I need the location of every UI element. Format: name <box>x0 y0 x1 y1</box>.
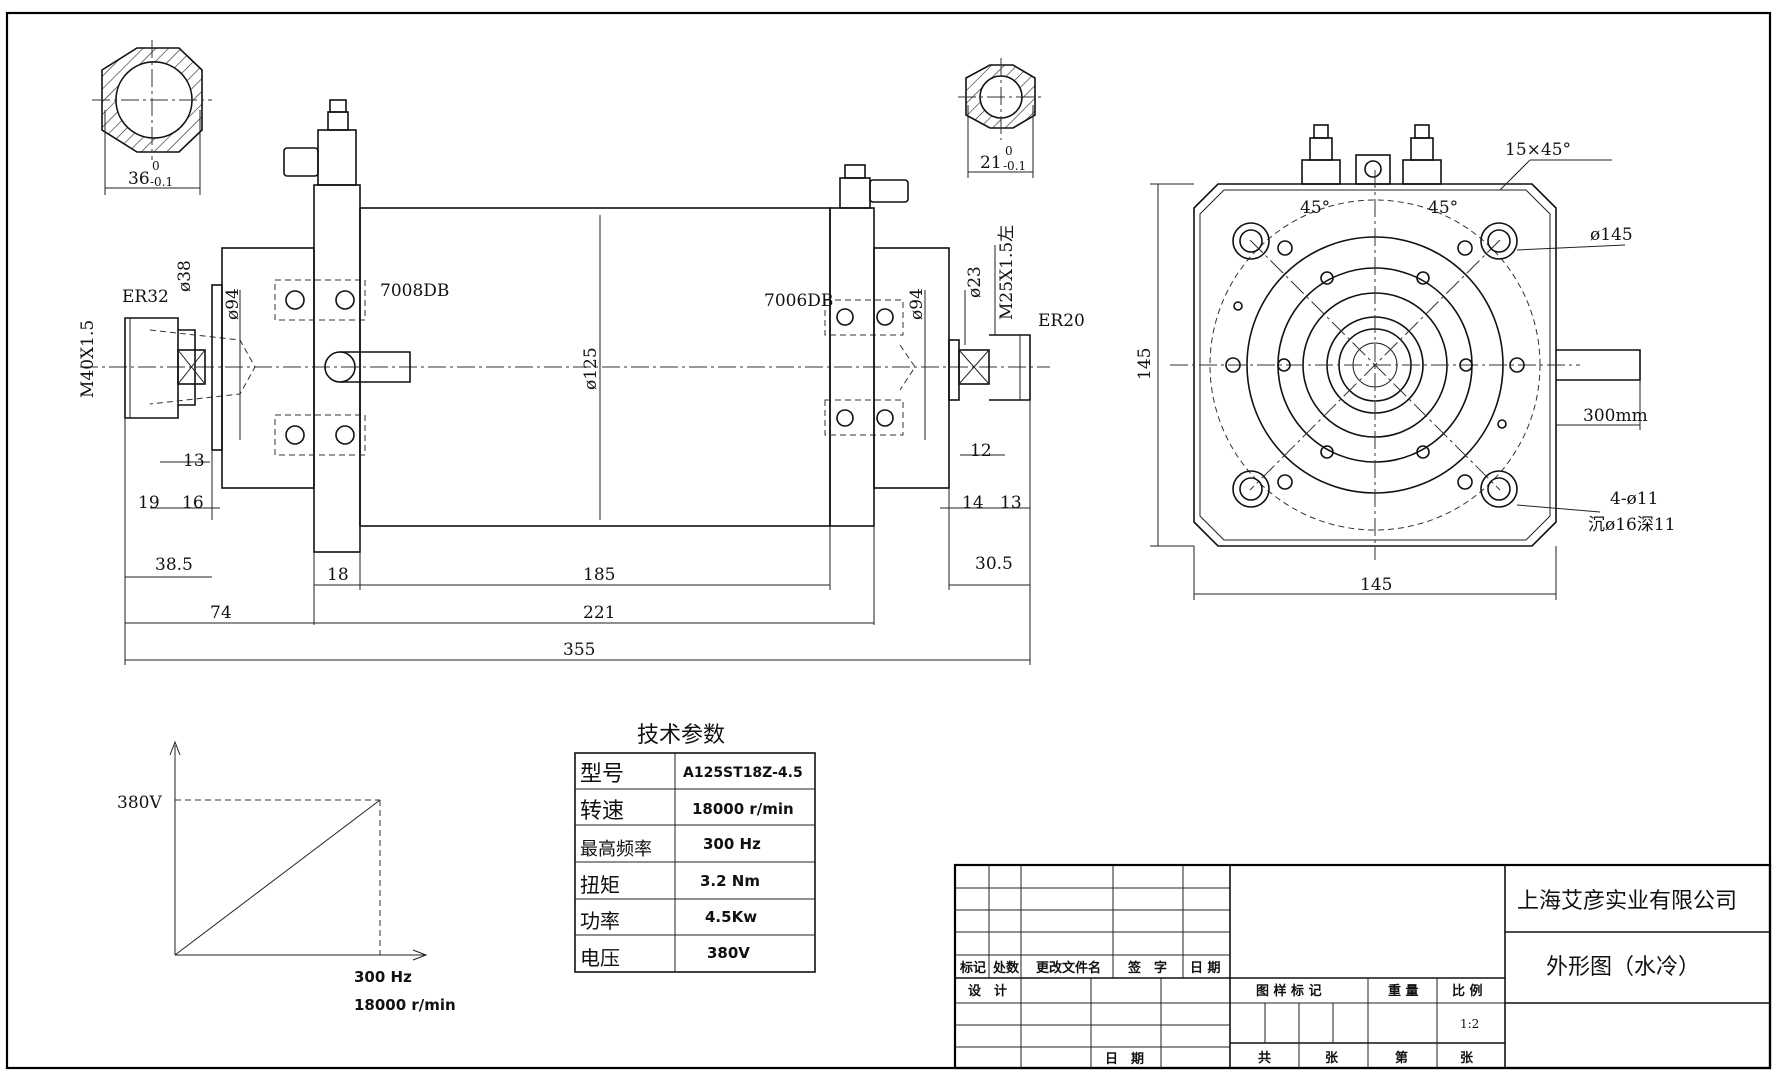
graph-y-label: 380V <box>117 793 162 813</box>
dim-cable: 300mm <box>1583 406 1648 426</box>
title-block: 标记 处数 更改文件名 签 字 日 期 设 计 日 期 图 样 标 记 重 量 … <box>953 863 1772 1070</box>
tb-scale-value: 1:2 <box>1460 1017 1479 1031</box>
tb-sign: 签 字 <box>1127 960 1167 976</box>
graph-x-label-1: 300 Hz <box>354 968 412 986</box>
section-left: 36 0 -0.1 <box>92 40 212 195</box>
section-left-tol-lower: -0.1 <box>150 175 173 189</box>
tb-count: 处数 <box>992 960 1020 976</box>
label-thread-left: M40X1.5 <box>78 320 98 398</box>
section-right-dim: 21 <box>980 153 1002 173</box>
dim-chamfer: 15×45° <box>1505 140 1571 160</box>
spec-table-title: 技术参数 <box>637 723 725 748</box>
tb-sheets-1: 张 <box>1325 1051 1339 1066</box>
tb-number: 第 <box>1395 1050 1408 1066</box>
spec-label-model: 型号 <box>580 762 624 787</box>
label-thread-right: M25X1.5左 <box>997 225 1017 320</box>
section-left-dim: 36 <box>128 169 150 189</box>
dim-185: 185 <box>583 565 615 585</box>
tb-sample-mark: 图 样 标 记 <box>1256 983 1322 999</box>
section-right-tol-lower: -0.1 <box>1003 159 1026 173</box>
dim-12: 12 <box>970 441 992 461</box>
front-bearings <box>274 279 366 456</box>
label-bearing-rear: 7006DB <box>764 291 833 311</box>
drawing-border <box>5 11 1772 1070</box>
dim-angle-right: 45° <box>1428 198 1458 218</box>
label-collet-right: ER20 <box>1038 311 1085 331</box>
section-right-tol-upper: 0 <box>1005 144 1013 158</box>
dim-d125: ø125 <box>581 347 601 390</box>
rear-bearings <box>824 299 904 436</box>
section-left-tol-upper: 0 <box>152 159 160 173</box>
dim-holes-1: 4-ø11 <box>1610 489 1658 509</box>
tb-date-head: 日 期 <box>1190 961 1221 976</box>
dim-d38: ø38 <box>175 260 195 292</box>
tb-total: 共 <box>1258 1050 1271 1066</box>
tb-drawing-name: 外形图（水冷） <box>1546 955 1700 980</box>
spec-label-torque: 扭矩 <box>580 873 620 897</box>
label-bearing-front: 7008DB <box>380 281 449 301</box>
spec-label-voltage: 电压 <box>580 946 620 970</box>
spec-value-power: 4.5Kw <box>705 908 757 926</box>
dim-19: 19 <box>138 493 160 513</box>
dim-14: 14 <box>962 493 984 513</box>
spec-label-frequency: 最高频率 <box>580 839 652 860</box>
dim-355: 355 <box>563 640 595 660</box>
tb-design: 设 计 <box>968 983 1007 999</box>
side-view: ER32 ER20 7008DB 7006DB M40X1.5 M25X1.5左… <box>78 99 1085 665</box>
section-right: 21 0 -0.1 <box>958 58 1044 178</box>
spec-table: 技术参数 型号 A125ST18Z-4.5 转速 18000 r/min 最高频… <box>574 723 816 973</box>
spec-label-power: 功率 <box>580 909 620 933</box>
spec-value-speed: 18000 r/min <box>692 800 794 818</box>
tb-date: 日 期 <box>1105 1052 1144 1067</box>
dim-18: 18 <box>327 565 349 585</box>
dim-16: 16 <box>182 493 204 513</box>
end-view: 15×45° 45° 45° ø145 145 145 300mm 4-ø11 … <box>1135 124 1676 600</box>
spec-value-torque: 3.2 Nm <box>700 872 760 890</box>
dim-d94-left: ø94 <box>223 288 243 320</box>
label-collet-left: ER32 <box>122 287 169 307</box>
dim-30-5: 30.5 <box>975 554 1013 574</box>
dim-d94-right: ø94 <box>907 288 927 320</box>
spec-value-voltage: 380V <box>707 944 750 962</box>
tb-mark: 标记 <box>959 960 986 976</box>
tb-sheets-2: 张 <box>1460 1051 1474 1066</box>
dim-221: 221 <box>583 603 615 623</box>
tb-doc: 更改文件名 <box>1036 960 1101 976</box>
dim-width: 145 <box>1360 575 1392 595</box>
tb-scale-label: 比 例 <box>1452 983 1483 999</box>
graph-x-label-2: 18000 r/min <box>354 996 456 1014</box>
dim-angle-left: 45° <box>1300 198 1330 218</box>
vf-graph: 380V 300 Hz 18000 r/min <box>117 740 456 1014</box>
dim-height: 145 <box>1135 348 1155 380</box>
spec-value-model: A125ST18Z-4.5 <box>683 765 803 781</box>
dim-pcd: ø145 <box>1590 225 1633 245</box>
dim-38-5: 38.5 <box>155 555 193 575</box>
spec-value-frequency: 300 Hz <box>703 835 761 853</box>
dim-13-left: 13 <box>183 451 205 471</box>
dim-13-right: 13 <box>1000 493 1022 513</box>
dim-holes-2: 沉ø16深11 <box>1588 515 1676 535</box>
dim-d23: ø23 <box>965 266 985 298</box>
tb-company: 上海艾彦实业有限公司 <box>1517 889 1737 914</box>
spec-label-speed: 转速 <box>580 799 624 824</box>
tb-weight: 重 量 <box>1388 983 1419 999</box>
dim-74: 74 <box>210 603 232 623</box>
bolt-holes <box>1225 240 1525 490</box>
